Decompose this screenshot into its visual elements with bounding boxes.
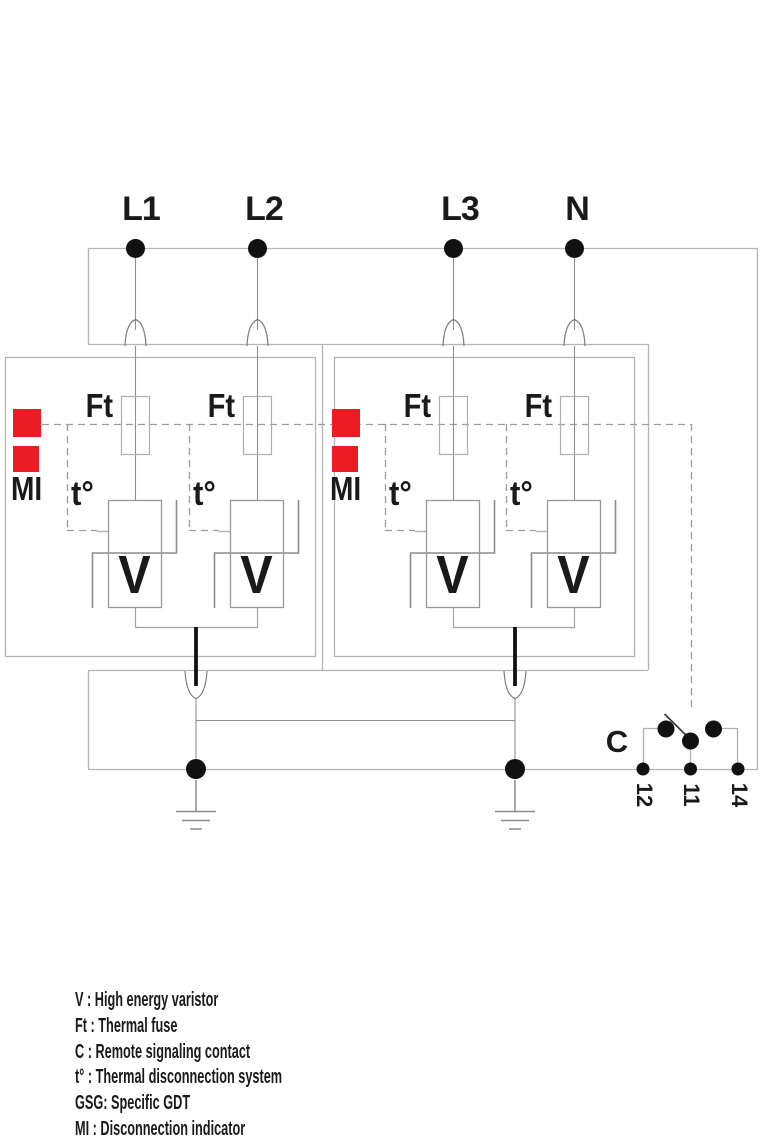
contact-terminal-label-11: 11 xyxy=(679,783,704,807)
varistor-box-l2 xyxy=(229,499,285,609)
plug-connector-icon-l2 xyxy=(246,318,269,347)
varistor-label-n: V xyxy=(557,545,590,605)
varistor-label-l3: V xyxy=(436,545,469,605)
phase-branch-l1 xyxy=(91,248,178,628)
thermal-switch-l1 xyxy=(91,500,178,608)
legend-item-gsg: GSG: Specific GDT xyxy=(75,1091,191,1114)
plug-connector-icon-l3 xyxy=(442,318,465,347)
fuse-label-l2: Ft xyxy=(207,387,235,424)
mi-red-square-icon xyxy=(13,409,41,437)
contact-bus-dot-14 xyxy=(731,762,745,776)
varistor-box-l3 xyxy=(425,499,481,609)
thermal-label-n: t° xyxy=(510,475,533,513)
phase-terminal-dots xyxy=(126,239,584,258)
ground-icon-right xyxy=(495,780,535,830)
phase-label-l2: L2 xyxy=(245,190,284,228)
contact-bus-dot-11 xyxy=(684,762,697,776)
mi-label-right: MI xyxy=(330,470,362,507)
legend-item-contact: C : Remote signaling contact xyxy=(75,1040,251,1063)
terminal-dot-l3 xyxy=(444,239,463,258)
plug-connector-icon-l1 xyxy=(124,318,147,347)
thermal-label-l3: t° xyxy=(389,475,412,513)
module-box-right-inner xyxy=(333,356,636,658)
phase-branch-l3 xyxy=(409,248,496,628)
contact-label: C xyxy=(605,724,629,759)
legend-item-fuse: Ft : Thermal fuse xyxy=(75,1014,178,1037)
earth-terminal-dot-right xyxy=(505,759,525,779)
terminal-dot-l1 xyxy=(126,239,145,258)
phase-branch-l2 xyxy=(213,248,300,628)
contact-dot-nc xyxy=(657,720,675,738)
module-box-left xyxy=(4,356,317,658)
module-output-left xyxy=(135,626,515,830)
phase-label-l3: L3 xyxy=(441,190,480,228)
phase-branch-n xyxy=(530,248,617,628)
dashed-signal-line xyxy=(42,423,693,711)
fuse-symbol-l1 xyxy=(120,395,151,456)
thermal-switch-n xyxy=(530,500,617,608)
phase-label-n: N xyxy=(565,190,590,228)
plug-connector-icon-n xyxy=(563,318,586,347)
varistor-label-l2: V xyxy=(240,545,273,605)
terminal-dot-n xyxy=(565,239,584,258)
enclosure-frame xyxy=(4,247,759,771)
mi-red-square-icon xyxy=(332,446,358,472)
fuse-symbol-l3 xyxy=(438,395,469,456)
ground-icon-left xyxy=(176,780,216,830)
contact-dot-common xyxy=(682,732,699,750)
fuse-label-l1: Ft xyxy=(85,387,113,424)
contact-dot-no xyxy=(705,720,722,738)
contact-bus-dot-12 xyxy=(636,762,650,776)
thermal-switch-l3 xyxy=(409,500,496,608)
module-output-right xyxy=(453,626,574,830)
legend-item-varistor: V : High energy varistor xyxy=(75,988,219,1011)
thermal-dashed-brackets xyxy=(66,424,536,532)
thermal-switch-l2 xyxy=(213,500,300,608)
legend-item-thermal: t° : Thermal disconnection system xyxy=(75,1065,283,1088)
mi-indicator-right xyxy=(332,409,360,472)
fuse-symbol-n xyxy=(559,395,590,456)
varistor-label-l1: V xyxy=(118,545,151,605)
mi-red-square-icon xyxy=(332,409,360,437)
thermal-label-l2: t° xyxy=(193,475,216,513)
legend-item-indicator: MI : Disconnection indicator xyxy=(75,1117,246,1140)
fuse-symbol-l2 xyxy=(242,395,273,456)
changeover-contact xyxy=(636,713,745,776)
contact-terminal-label-14: 14 xyxy=(727,782,752,808)
phase-label-l1: L1 xyxy=(122,190,161,228)
earth-terminal-dot-left xyxy=(186,759,206,779)
contact-terminal-label-12: 12 xyxy=(632,782,657,808)
mi-red-square-icon xyxy=(13,446,39,472)
mi-label-left: MI xyxy=(11,470,43,507)
thermal-label-l1: t° xyxy=(71,475,94,513)
mi-indicator-left xyxy=(13,409,41,472)
fuse-label-l3: Ft xyxy=(403,387,431,424)
varistor-box-n xyxy=(546,499,602,609)
terminal-dot-l2 xyxy=(248,239,267,258)
fuse-label-n: Ft xyxy=(524,387,552,424)
varistor-box-l1 xyxy=(107,499,163,609)
